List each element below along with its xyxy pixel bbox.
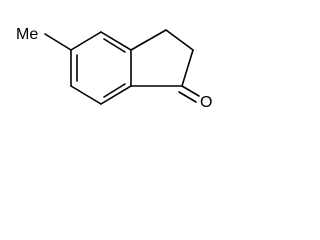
benzene-bond-c4-c3a xyxy=(100,31,132,51)
ring-bond-c3a-c3 xyxy=(130,29,167,51)
methyl-bond xyxy=(44,33,72,51)
chemical-structure: Me O xyxy=(16,26,212,111)
benzene-bond-c7-c6 xyxy=(70,85,102,105)
benzene-bond-c7a-c7 xyxy=(100,85,132,105)
benzene-bond-c5-c4 xyxy=(70,31,102,51)
benzene-double-bond-top xyxy=(103,38,126,53)
carbonyl-bond-1 xyxy=(181,85,200,97)
ring-bond-c2-c1 xyxy=(181,49,194,87)
benzene-double-bond-bottom xyxy=(103,83,126,98)
carbonyl-bond-2 xyxy=(178,91,197,103)
methyl-label: Me xyxy=(16,26,38,43)
oxygen-label: O xyxy=(200,94,212,111)
ring-bond-c3-c2 xyxy=(165,29,194,51)
